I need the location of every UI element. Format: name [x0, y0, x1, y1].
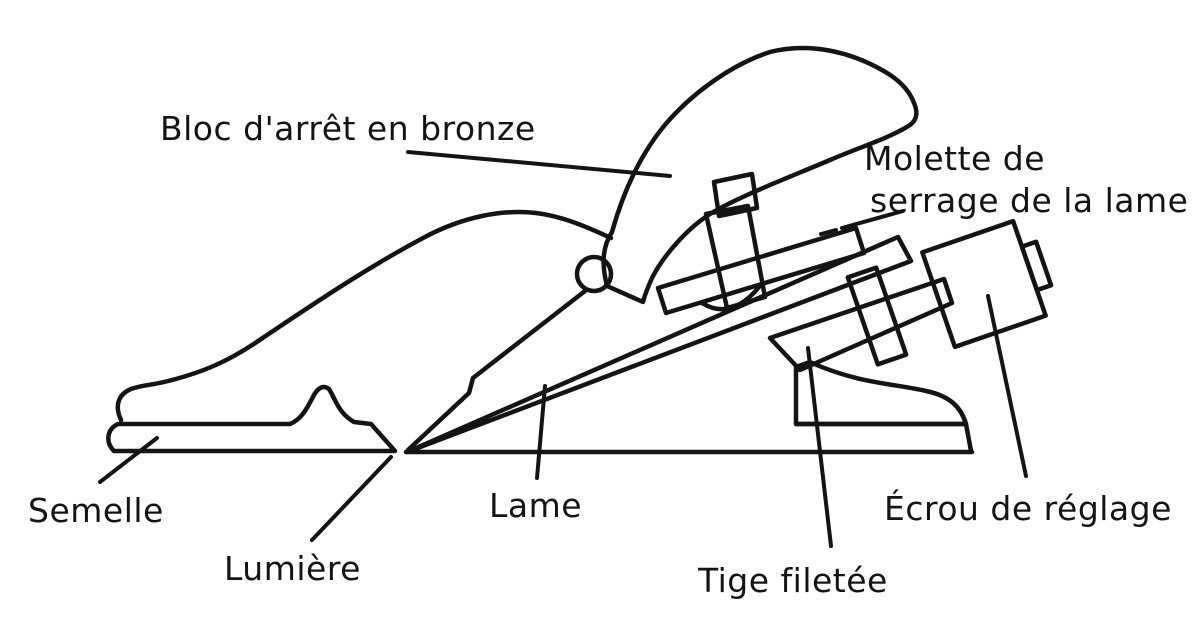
heel — [793, 359, 969, 427]
line-art — [106, 45, 1054, 455]
leader-blade — [535, 384, 547, 480]
rear-sole-top — [793, 421, 974, 454]
front-sole — [106, 384, 398, 454]
label-clamp-wheel-line1: Molette de — [864, 139, 1045, 178]
leader-nut — [986, 294, 1028, 478]
leader-rod — [806, 346, 833, 548]
label-sole: Semelle — [28, 491, 164, 530]
lever-cap — [601, 45, 919, 305]
label-clamp-wheel-line2: serrage de la lame — [870, 181, 1188, 220]
label-mouth: Lumière — [224, 549, 361, 588]
leader-sole — [98, 436, 159, 484]
rod-collar-icon — [845, 265, 909, 367]
label-lever-cap: Bloc d'arrêt en bronze — [160, 109, 536, 148]
leader-clamp-wheel — [819, 209, 905, 236]
clamp-wheel-bar — [655, 225, 867, 316]
labels: Bloc d'arrêt en bronze Molette de serrag… — [28, 109, 1188, 600]
leader-lever-cap — [406, 150, 672, 178]
throat-line — [405, 288, 588, 453]
clamp-post-cap — [711, 171, 760, 219]
knob-circle-icon — [574, 254, 614, 294]
label-threaded-rod: Tige filetée — [697, 561, 888, 600]
label-adjusting-nut: Écrou de réglage — [884, 488, 1172, 528]
label-blade: Lame — [489, 486, 582, 525]
nut-end-cap — [1019, 239, 1054, 293]
clamp-post — [703, 203, 768, 311]
adjusting-nut — [920, 218, 1048, 350]
threaded-rod-bar — [767, 276, 955, 373]
leader-lines — [98, 150, 1028, 548]
leader-mouth — [310, 455, 393, 542]
blade-shape — [404, 234, 914, 455]
plane-body-outline — [115, 209, 614, 423]
